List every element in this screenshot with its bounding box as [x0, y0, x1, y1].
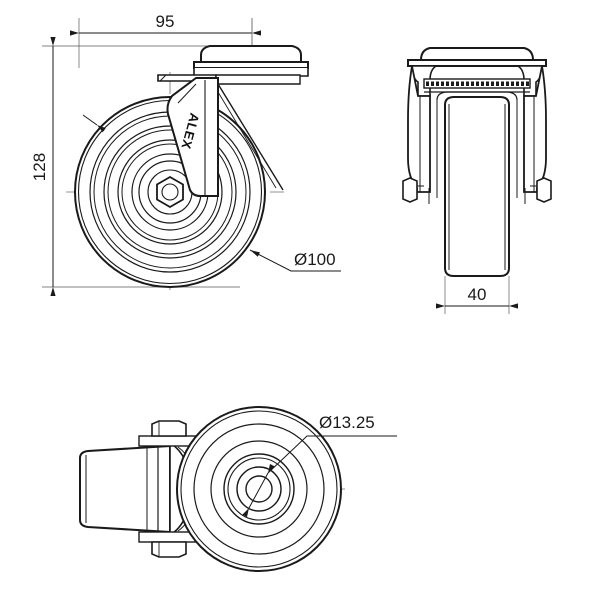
dimension-overall-height: 128 [30, 37, 240, 296]
side-wheel-tread [436, 91, 518, 277]
raceway-body [215, 74, 301, 85]
rim-outer-circle [103, 125, 237, 259]
dimension-tread-width: 40 [436, 276, 518, 314]
callout-wheel-diameter: Ø100 [249, 249, 341, 272]
axle-hex-nut [156, 175, 184, 209]
front-wheel-assembly [74, 96, 266, 288]
plan-axle-bolts [138, 420, 202, 558]
kingpin-boss-outer [223, 453, 295, 525]
hub-top-arc [436, 91, 518, 101]
callout-bore-diameter: Ø13.25 [267, 413, 397, 474]
bore-diameter-arrows [242, 463, 275, 518]
axle-bolt-right [536, 177, 552, 203]
fork-upper-bend [177, 83, 197, 104]
fork-body-outline [79, 444, 171, 534]
side-axle-bolts [402, 177, 552, 203]
rim-inner-circle [107, 129, 233, 255]
bolt-head-bottom [151, 541, 187, 558]
web-outer-circle [117, 139, 223, 245]
leader-line [267, 435, 397, 474]
callout-label-diameter-100: Ø100 [294, 250, 336, 269]
plate-flange [193, 61, 309, 69]
side-top-plate [407, 47, 547, 67]
raceway-inner-circle [210, 440, 308, 538]
plate-inner-circle [180, 410, 338, 568]
leader-line [249, 249, 341, 272]
top-mounting-plate [193, 45, 309, 77]
side-plate-flange [407, 59, 547, 67]
side-fork-legs [407, 65, 547, 204]
kingpin-boss-inner [227, 457, 291, 521]
axle-bore-circle [161, 183, 179, 201]
bearing-balls [426, 81, 529, 86]
raceway-outer-circle [193, 423, 325, 555]
dimension-label-128: 128 [30, 153, 49, 181]
axle-bolt-left [402, 177, 418, 203]
side-plate-dome [419, 47, 535, 61]
callout-label-diameter-1325: Ø13.25 [319, 413, 375, 432]
tyre-pointer-arrow [82, 114, 106, 133]
fork-rear-brace-inner [217, 91, 277, 189]
tread-outline [444, 96, 510, 277]
dimension-label-40: 40 [468, 285, 487, 304]
fork-bracket [166, 77, 284, 197]
bolt-head-top [151, 420, 187, 437]
fork-rear-brace [217, 83, 284, 191]
dimension-label-95: 95 [156, 12, 175, 31]
plan-view: Ø13.25 [79, 406, 397, 572]
raceway-tab-chamfer [159, 74, 167, 82]
front-elevation-view: 95 128 [30, 12, 341, 296]
plate-dome-profile [200, 45, 302, 63]
plan-wheel-circles [176, 406, 342, 572]
side-elevation-view: 40 [402, 47, 552, 314]
